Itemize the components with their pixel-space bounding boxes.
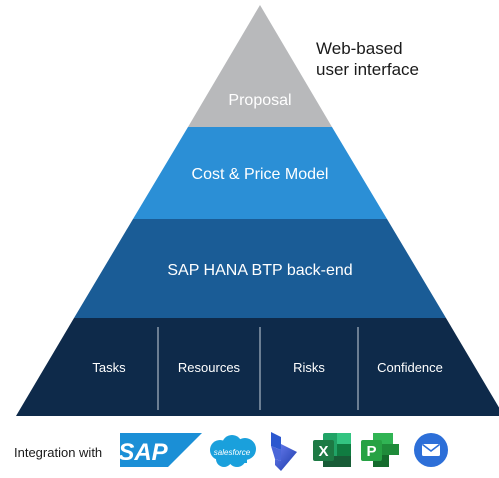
pyramid-base — [16, 318, 499, 416]
web-ui-annotation-line2: user interface — [316, 60, 419, 79]
pyramid-tier-proposal — [188, 5, 332, 127]
project-logo-letter: P — [366, 443, 376, 460]
project-logo-icon: P — [361, 433, 399, 467]
sap-logo-text: SAP — [120, 439, 169, 466]
dynamics-logo-icon — [271, 432, 297, 471]
sap-logo-icon: SAP — [120, 433, 202, 467]
web-ui-annotation: Web-based user interface — [316, 38, 419, 80]
pyramid-tier-cost-price-model — [133, 127, 387, 219]
integration-row: Integration with SAP salesforce — [0, 428, 499, 471]
pyramid-tier-cost-price-model-label: Cost & Price Model — [192, 166, 329, 183]
pyramid-base-cell-tasks: Tasks — [92, 360, 126, 375]
pyramid-base-cell-risks: Risks — [293, 360, 325, 375]
excel-logo-icon: X — [313, 433, 351, 467]
pyramid-base-cell-confidence: Confidence — [377, 360, 443, 375]
integration-label: Integration with — [14, 445, 103, 460]
salesforce-logo-text: salesforce — [214, 448, 251, 457]
pyramid-tier-backend-label: SAP HANA BTP back-end — [167, 262, 352, 279]
pyramid-tier-backend — [74, 219, 446, 318]
pyramid-tier-proposal-label: Proposal — [228, 92, 291, 109]
excel-logo-letter: X — [318, 443, 328, 460]
email-logo-icon — [414, 433, 448, 467]
pyramid-base-cell-resources: Resources — [178, 360, 241, 375]
salesforce-logo-icon: salesforce — [210, 435, 256, 467]
pyramid-diagram: Proposal Cost & Price Model SAP HANA BTP… — [16, 5, 499, 416]
web-ui-annotation-line1: Web-based — [316, 39, 403, 58]
